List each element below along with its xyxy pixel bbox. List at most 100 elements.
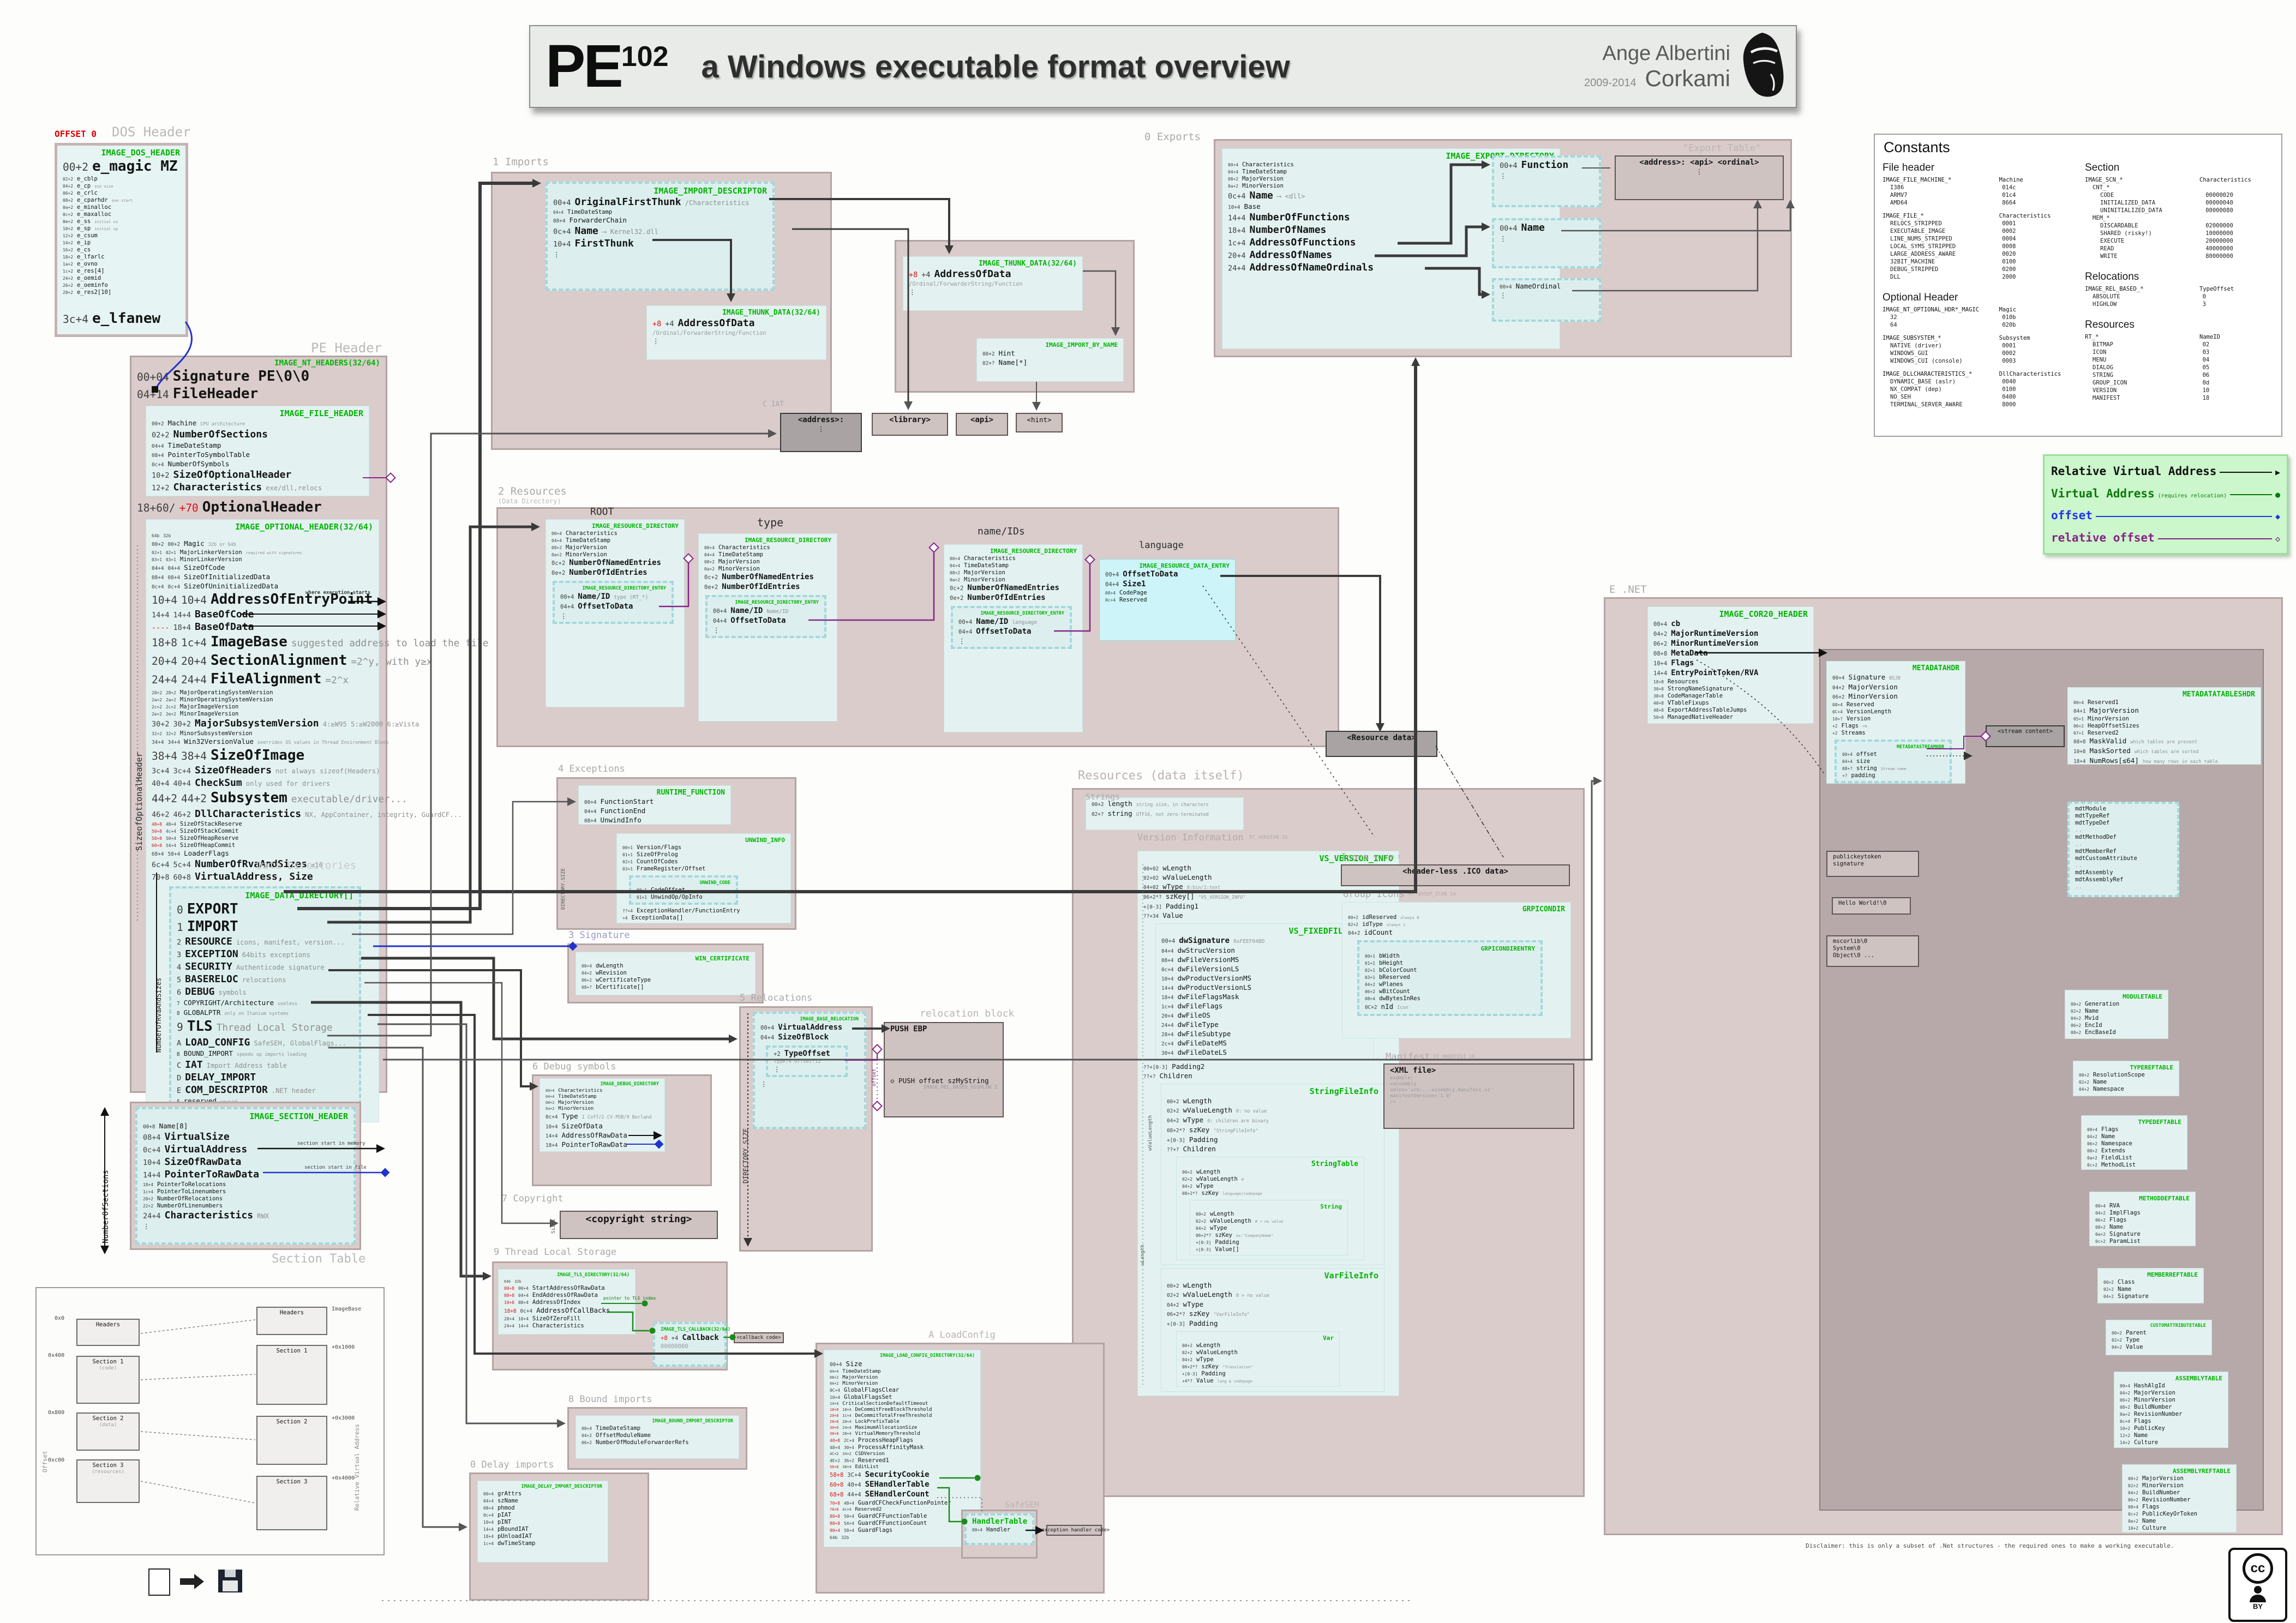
field-padding: +[0-3]Padding xyxy=(1167,1319,1218,1327)
constant-cnt-: CNT_* xyxy=(2093,184,2110,191)
field--address-api-ordinal-: <address>: <api> <ordinal> xyxy=(1639,158,1759,167)
image-data-directory-title: IMAGE_DATA_DIRECTORY[] xyxy=(245,891,353,900)
legend-marker-icon: ◆ xyxy=(2275,512,2280,522)
field-padding2: ??+[0-3]Padding2 xyxy=(1143,1062,1205,1071)
callback-code-box: <callback code> xyxy=(734,1332,784,1343)
constant-image-dllcharacteristics-: IMAGE_DLLCHARACTERISTICS_*DllCharacteris… xyxy=(1883,371,2061,377)
resource-data-box: <Resource data> xyxy=(1326,731,1437,757)
field--: ⋮ xyxy=(1500,291,1507,299)
field--resources-: (resources) xyxy=(92,1469,124,1475)
field--data-: (data) xyxy=(99,1422,117,1428)
image-base-relocation-title: IMAGE_BASE_RELOCATION xyxy=(800,1017,859,1022)
legend-offset: offset◆ xyxy=(2051,509,2280,522)
customattributetable-title: CUSTOMATTRIBUTETABLE xyxy=(2150,1323,2206,1329)
label-4-exceptions: 4 Exceptions xyxy=(558,764,625,774)
vs-fixedfileinfo-title: VS_FIXEDFILEINFO xyxy=(1288,926,1368,936)
memberreftable-title: MEMBERREFTABLE xyxy=(2147,1271,2198,1278)
sketch-section2-file: Section 2(data) xyxy=(76,1412,140,1451)
sketch-section3-file: Section 3(resources) xyxy=(76,1459,140,1503)
field-publickeytoken: publickeytoken xyxy=(1833,853,1881,860)
field-image-nt-headers-32-64-: IMAGE_NT_HEADERS(32/64) xyxy=(274,359,380,368)
label-offset-0: OFFSET 0 xyxy=(55,129,97,139)
metadatastreamhdr-title: METADATASTREAMHDR xyxy=(1897,744,1944,750)
field-section-1: Section 1 xyxy=(92,1358,124,1365)
field--ordinal-forwarderstring-function: /Ordinal/ForwarderString/Function xyxy=(652,330,766,336)
label-root: ROOT xyxy=(590,506,614,518)
constant-mem-: MEM_* xyxy=(2093,215,2110,221)
field--api-: <api> xyxy=(970,416,994,424)
label-directory-size: DIRECTORY.SIZE xyxy=(742,1128,750,1183)
field-section-1: Section 1 xyxy=(276,1348,308,1354)
label-c-iat: C IAT xyxy=(763,400,784,408)
label-numberofrvaandsizes: NumberOfRvaAndSizes xyxy=(155,977,163,1053)
field-padding: +[0-3]Padding xyxy=(1167,1135,1218,1144)
label-rt-icon-3: RT_ICON 3 xyxy=(1374,855,1400,860)
label-pointer-to-tls-index: pointer to TLS index xyxy=(603,1296,656,1301)
legend-marker-icon: ◇ xyxy=(2275,533,2280,544)
field-type-4-offset-12: Type:4 Offset:12 xyxy=(774,1059,821,1065)
field-image-rel-based-highlow-3: IMAGE_REL_BASED_HIGHLOW 3 xyxy=(923,1085,997,1090)
image-thunk-data-2-title: IMAGE_THUNK_DATA(32/64) xyxy=(978,260,1077,268)
field--xml-file-: <XML file> xyxy=(1390,1066,1436,1075)
